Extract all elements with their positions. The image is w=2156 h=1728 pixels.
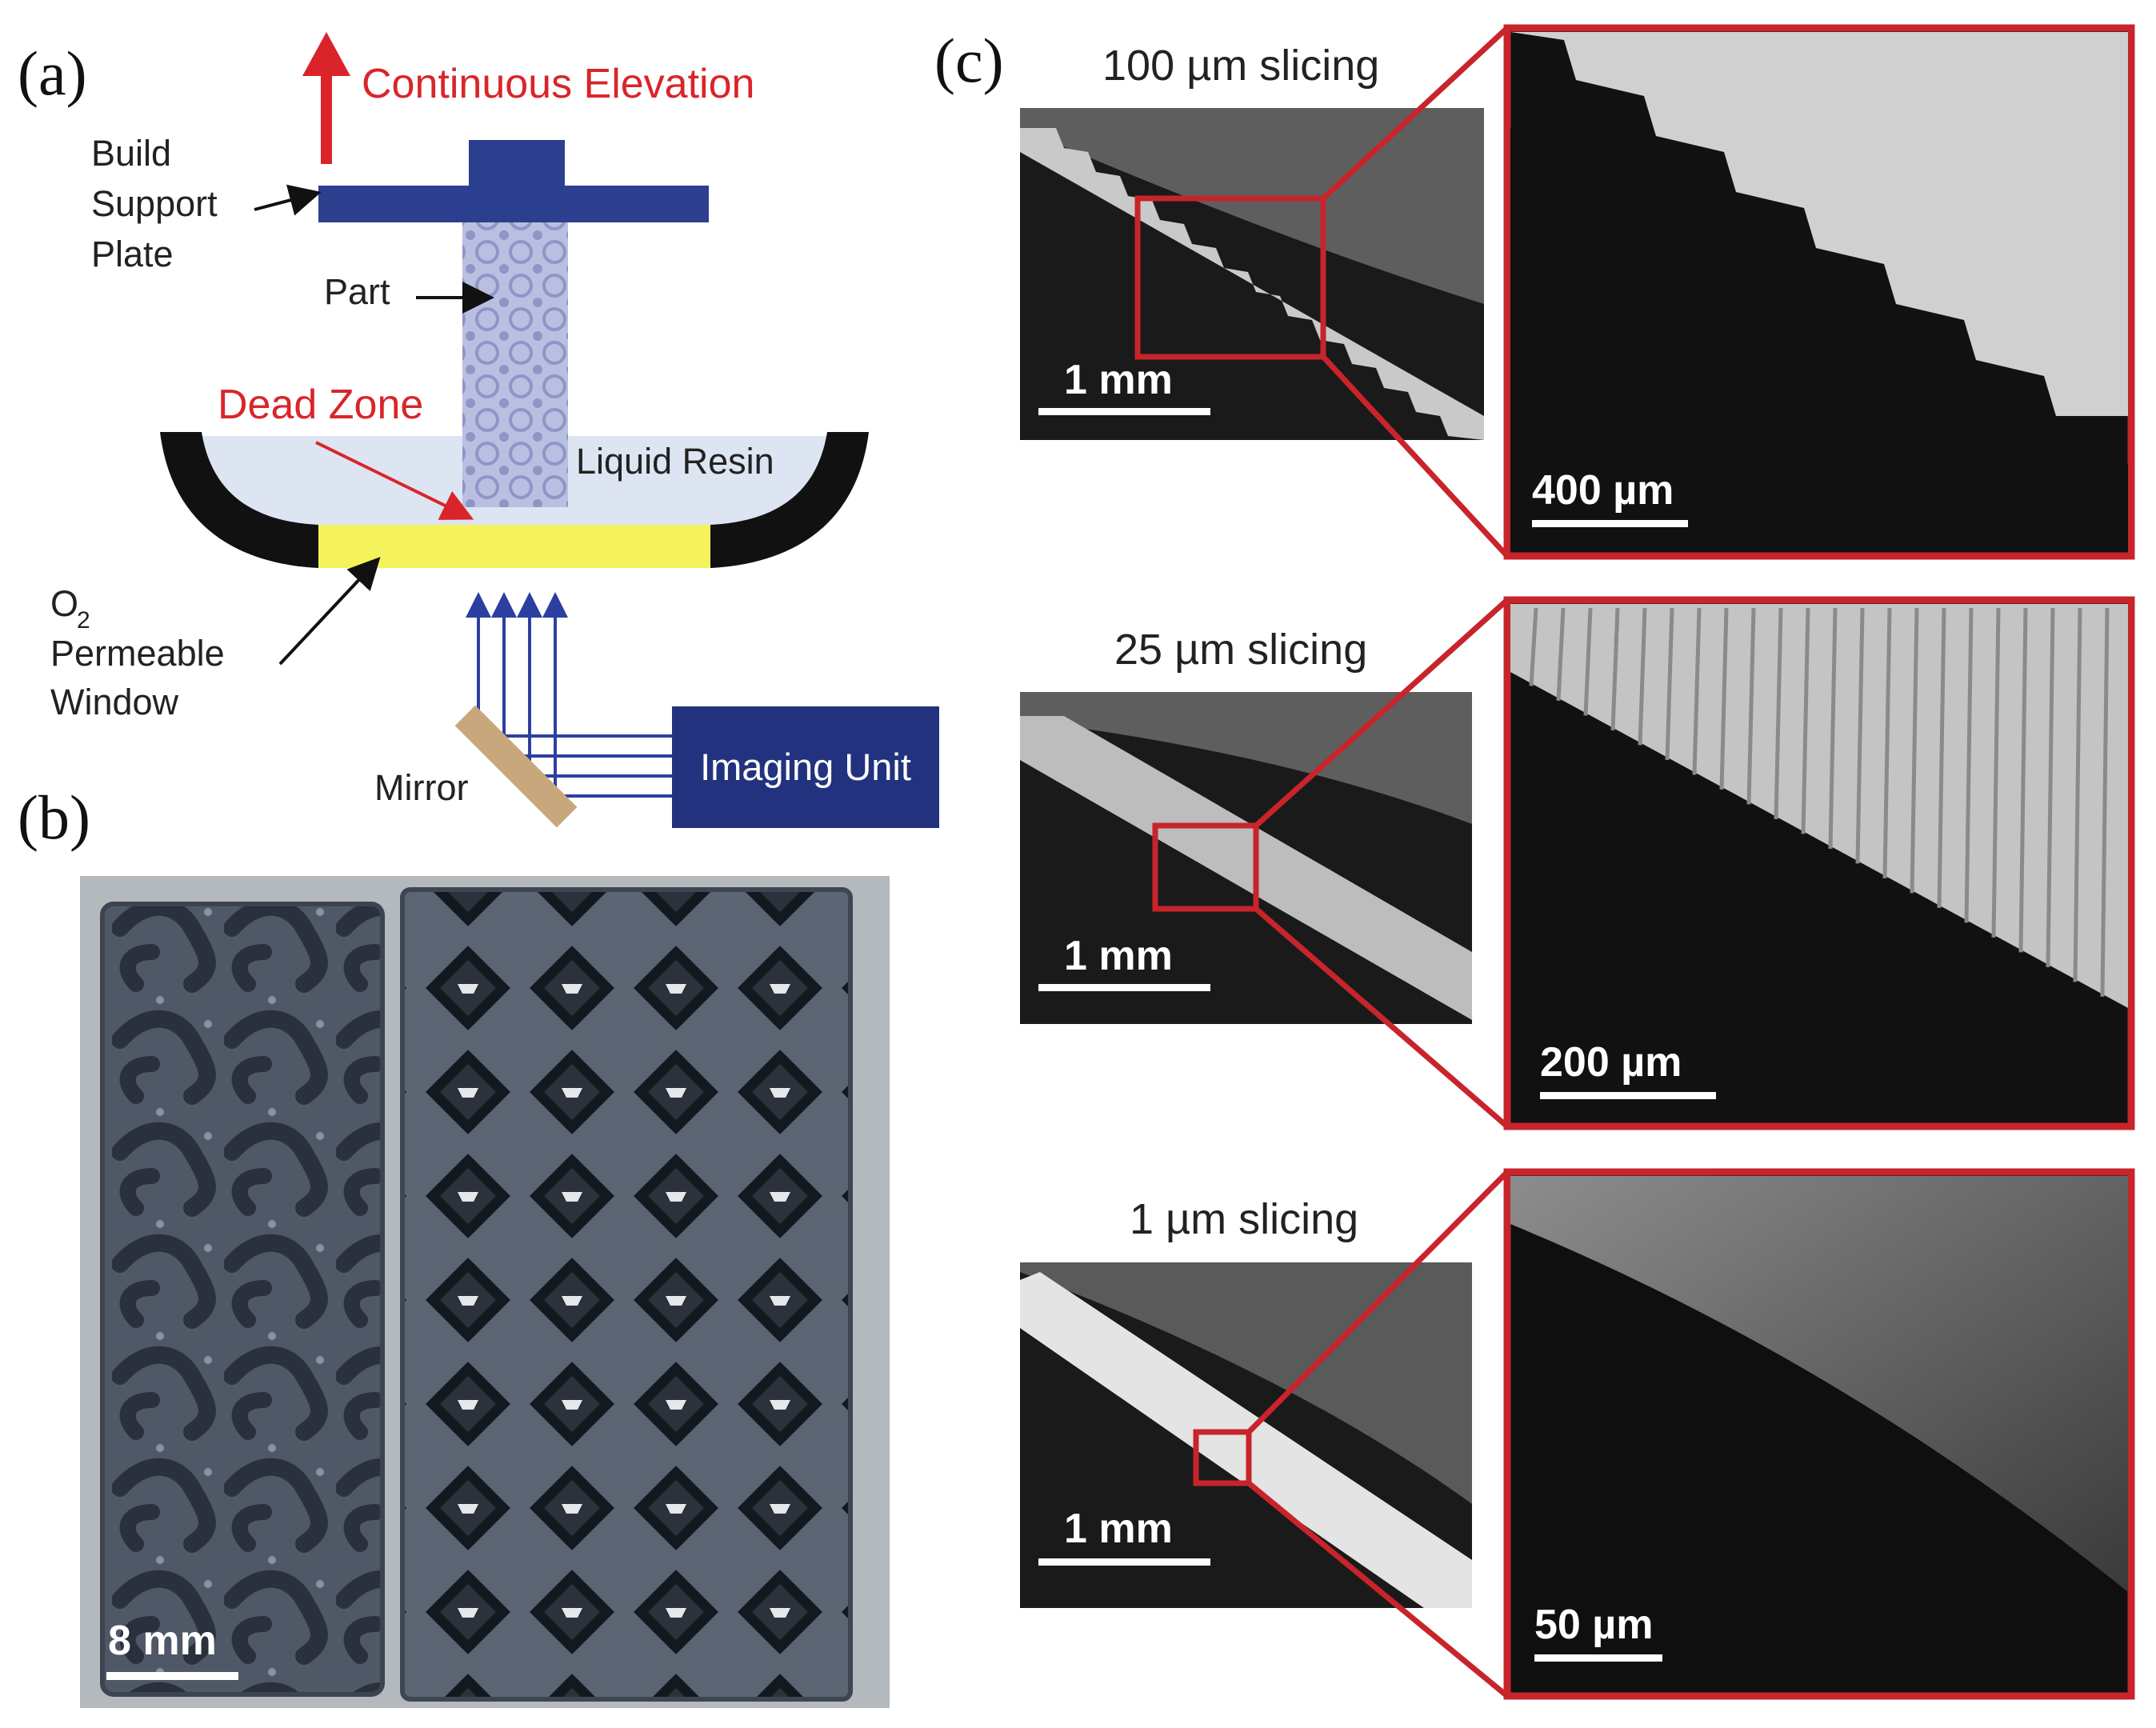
layer-striation xyxy=(1991,607,2001,938)
build-plate-pointer xyxy=(254,184,322,216)
zoom-scale-bar-1 xyxy=(1534,1654,1662,1662)
overview-scale-bar-25 xyxy=(1038,984,1210,991)
panel-b-scale-bar xyxy=(106,1672,238,1680)
dead-zone-pointer xyxy=(315,441,474,520)
light-ray-4 xyxy=(542,592,672,798)
zoom-scale-bar-25 xyxy=(1540,1092,1716,1099)
roi-box-100 xyxy=(1134,195,1326,360)
layer-striation xyxy=(1828,607,1838,849)
overview-scale-1: 1 mm xyxy=(1064,1506,1173,1552)
layer-striation xyxy=(1583,607,1593,716)
layer-striation xyxy=(2046,607,2055,967)
layer-striation xyxy=(1610,607,1620,730)
zoom-line-top-25 xyxy=(1254,598,1510,828)
part-label: Part xyxy=(324,271,390,312)
layer-striation xyxy=(2100,607,2110,997)
row-1um: 1 µm slicing 1 mm 50 µm xyxy=(1020,1168,2135,1700)
layer-striation xyxy=(1910,607,1919,894)
build-plate-label-3: Plate xyxy=(91,234,174,274)
layer-striation xyxy=(2073,607,2082,982)
imaging-unit xyxy=(672,706,939,828)
panel-c: (c) 100 µm slicing 1 mm 400 µm 25 µm sli… xyxy=(934,24,2135,1700)
panel-b: (b) 8 mm xyxy=(18,782,890,1708)
zoom-surface-25 xyxy=(1510,604,2128,1008)
zoom-surface-100 xyxy=(1510,32,2128,416)
layer-striation xyxy=(1719,607,1729,790)
diamond-lattice-specimen xyxy=(400,887,853,1702)
window-label-window: Window xyxy=(50,682,179,722)
zoom-scale-25: 200 µm xyxy=(1540,1039,1682,1086)
row-25um: 25 µm slicing 1 mm 200 µm xyxy=(1020,596,2135,1130)
diamond-body xyxy=(402,890,850,1699)
slicing-label-1: 1 µm slicing xyxy=(1130,1195,1358,1243)
layer-striation xyxy=(1529,607,1538,686)
diamond-edge xyxy=(400,887,853,1702)
o2-permeable-window xyxy=(318,525,710,568)
slicing-label-25: 25 µm slicing xyxy=(1114,626,1367,674)
layer-striation xyxy=(1638,607,1647,746)
layer-striation xyxy=(2018,607,2028,953)
overview-surface-25 xyxy=(1020,692,1472,824)
panel-c-letter: (c) xyxy=(934,26,1004,95)
zoom-surface-1 xyxy=(1510,1176,2128,1592)
gyroid-body xyxy=(102,904,382,1694)
zoom-line-top-1 xyxy=(1246,1170,1510,1434)
window-label-o: O xyxy=(50,583,78,624)
zoom-line-bottom-100 xyxy=(1321,354,1510,558)
roi-box-1 xyxy=(1193,1429,1252,1486)
window-label-subscript: 2 xyxy=(77,607,90,634)
overview-scale-100: 1 mm xyxy=(1064,357,1173,403)
dead-zone-label: Dead Zone xyxy=(218,382,423,428)
overview-scale-25: 1 mm xyxy=(1064,933,1173,979)
roi-box-25 xyxy=(1152,822,1259,912)
layer-striation xyxy=(1964,607,1974,923)
overview-strip-25 xyxy=(1020,716,1472,1020)
build-support-plate xyxy=(318,186,709,222)
panel-b-scale-label: 8 mm xyxy=(108,1618,217,1664)
layer-striation xyxy=(1774,607,1783,819)
light-ray-1 xyxy=(466,592,672,738)
elevation-arrow-head xyxy=(302,32,350,76)
zoom-line-bottom-1 xyxy=(1246,1481,1510,1698)
build-plate-top xyxy=(469,140,565,188)
overview-scale-bar-100 xyxy=(1038,408,1210,415)
window-label-permeable: Permeable xyxy=(50,633,225,674)
layer-striation xyxy=(1746,607,1756,805)
printed-part xyxy=(462,222,568,507)
layer-striation xyxy=(1556,607,1566,702)
light-ray-3 xyxy=(517,592,672,778)
zoom-line-bottom-25 xyxy=(1254,906,1510,1129)
layer-striation xyxy=(1937,607,1946,908)
row-100um: 100 µm slicing 1 mm 400 µm xyxy=(1020,24,2135,560)
build-plate-label-1: Build xyxy=(91,133,171,174)
liquid-resin-label: Liquid Resin xyxy=(576,441,774,482)
overview-scale-bar-1 xyxy=(1038,1558,1210,1566)
zoom-scale-1: 50 µm xyxy=(1534,1602,1653,1648)
mirror-label: Mirror xyxy=(374,767,468,808)
window-pointer xyxy=(278,557,381,666)
vat-right-wall xyxy=(710,432,869,568)
mirror xyxy=(454,705,578,828)
vat-left-wall xyxy=(160,432,318,568)
panel-b-letter: (b) xyxy=(18,782,90,852)
layer-striation xyxy=(1665,607,1674,760)
slicing-label-100: 100 µm slicing xyxy=(1102,42,1379,90)
panel-a-letter: (a) xyxy=(18,38,87,108)
zoom-dark-region-100 xyxy=(1510,128,2128,552)
layer-striation xyxy=(1882,607,1892,878)
layer-striation xyxy=(1855,607,1865,864)
panel-a: (a) Continuous Elevation Build Support P… xyxy=(18,32,939,828)
zoom-line-top-100 xyxy=(1321,26,1510,201)
zoom-layer-lines-25 xyxy=(1529,607,2110,997)
gyroid-shadow xyxy=(100,902,385,1697)
gyroid-lattice-specimen xyxy=(100,902,385,1697)
continuous-elevation-label: Continuous Elevation xyxy=(362,61,754,107)
build-plate-label-2: Support xyxy=(91,183,218,224)
layer-striation xyxy=(1801,607,1810,834)
zoom-scale-bar-100 xyxy=(1532,520,1688,527)
imaging-unit-label: Imaging Unit xyxy=(700,746,911,788)
zoom-scale-100: 400 µm xyxy=(1532,467,1674,514)
layer-striation xyxy=(1692,607,1702,775)
